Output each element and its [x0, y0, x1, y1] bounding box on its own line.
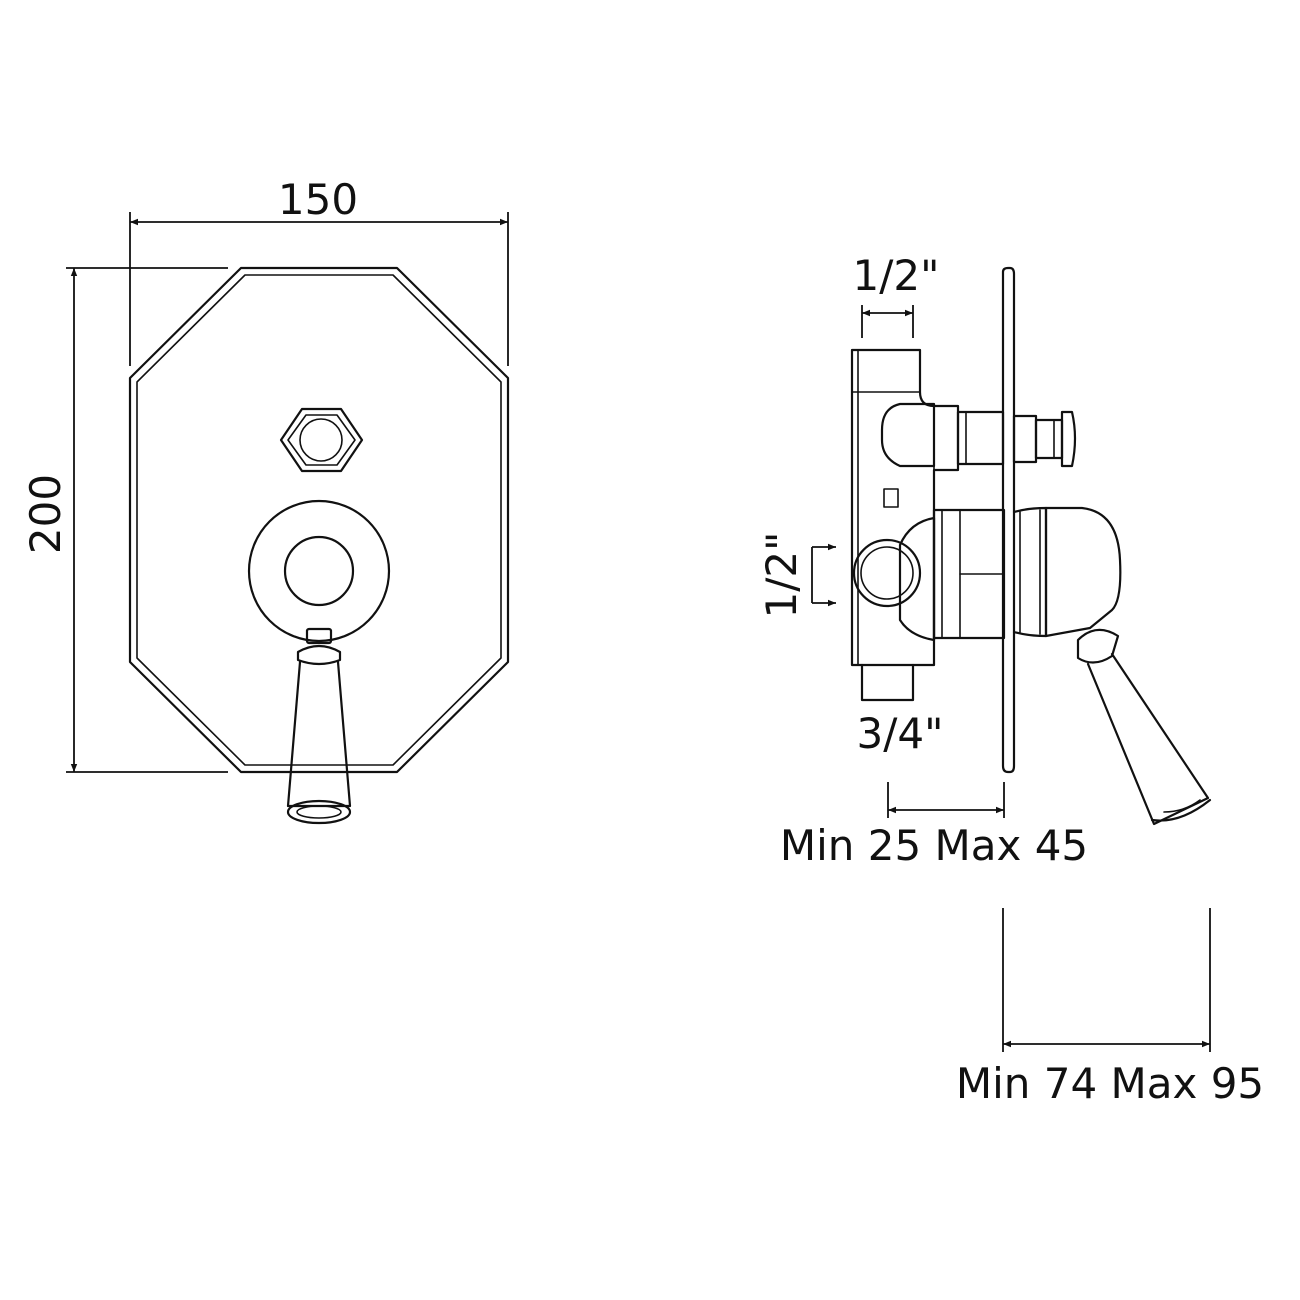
width-label: 150: [278, 175, 358, 224]
width-dimension: 150: [129, 175, 509, 366]
cover-plate-inner-edge: [136, 274, 502, 766]
wall-depth-label: Min 25 Max 45: [780, 821, 1088, 870]
height-dimension: 200: [21, 267, 228, 773]
side-inlet: 1/2": [757, 532, 922, 619]
mixer-cartridge: [898, 506, 1122, 642]
bottom-outlet-label: 3/4": [857, 709, 944, 758]
height-label: 200: [21, 474, 70, 554]
lever-handle: [286, 627, 352, 825]
cover-plate: [128, 266, 510, 774]
projection-dimension: Min 74 Max 95: [956, 908, 1264, 1108]
bottom-outlet: 3/4": [857, 663, 944, 758]
diverter-hex-knob: [279, 407, 364, 473]
side-lever-handle: [1076, 628, 1212, 826]
side-inlet-label: 1/2": [757, 532, 806, 619]
projection-label: Min 74 Max 95: [956, 1059, 1264, 1108]
top-inlet: 1/2": [853, 251, 940, 338]
side-view: 1/2" 1/2" 3/4": [757, 251, 1264, 1108]
front-view: 150 200: [21, 175, 510, 825]
wall-depth-dimension: Min 25 Max 45: [780, 782, 1088, 870]
diverter-spindle: [880, 402, 1077, 471]
mixer-escutcheon: [247, 499, 391, 643]
wall-plate: [1001, 266, 1016, 774]
top-inlet-label: 1/2": [853, 251, 940, 300]
